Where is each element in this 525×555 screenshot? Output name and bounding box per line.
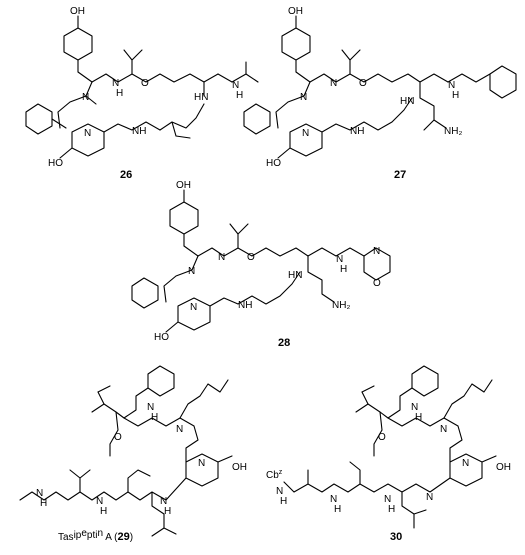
h-label: H bbox=[151, 412, 158, 423]
hydroxyl-label: OH bbox=[496, 462, 511, 473]
morpholine-o-label: O bbox=[373, 278, 381, 289]
nh-label: HN bbox=[288, 270, 302, 281]
structure-28: OH N N O HN N H N O N NH NH₂ HO 28 bbox=[131, 180, 391, 349]
compound-number-26: 26 bbox=[120, 169, 132, 181]
hydroxyl-label: OH bbox=[176, 180, 191, 191]
cbz-label: Cbz bbox=[266, 469, 283, 481]
nh-label: N bbox=[330, 494, 337, 505]
structure-27: OH N N O HN N H N NH NH₂ HO 27 bbox=[243, 6, 517, 181]
h-label: H bbox=[116, 88, 123, 99]
compound-number-28: 28 bbox=[278, 337, 290, 349]
n-methyl-label: N bbox=[82, 92, 89, 103]
h-label: H bbox=[452, 90, 459, 101]
structure-26: OH N N H O HN N H N NH HO 26 bbox=[25, 6, 259, 181]
amide-nh2-label: NH₂ bbox=[332, 300, 350, 311]
h-label: H bbox=[388, 504, 395, 515]
h-label: H bbox=[236, 90, 243, 101]
compound-number-27: 27 bbox=[394, 169, 406, 181]
nh-label: N bbox=[232, 80, 239, 91]
amide-nh2-label: NH₂ bbox=[444, 126, 462, 137]
ester-o-label: O bbox=[359, 78, 367, 89]
ring-n-label: N bbox=[302, 128, 309, 139]
ester-o-label: O bbox=[141, 78, 149, 89]
nh-label: N bbox=[411, 402, 418, 413]
nh-label: NH bbox=[238, 300, 252, 311]
ring-n-label: N bbox=[84, 128, 91, 139]
hydroxyl-label: HO bbox=[266, 158, 281, 169]
compound-name-29: Tasipeptin A (29) bbox=[58, 528, 133, 543]
hydroxyl-label: OH bbox=[288, 6, 303, 17]
hydroxyl-label: HO bbox=[154, 332, 169, 343]
ester-o-label: O bbox=[378, 432, 386, 443]
nh-label: N bbox=[426, 492, 433, 503]
ring-n-label: N bbox=[462, 458, 469, 469]
h-label: H bbox=[415, 412, 422, 423]
nh-label: HN bbox=[400, 96, 414, 107]
h-label: H bbox=[40, 498, 47, 509]
nh-label: NH bbox=[350, 126, 364, 137]
nh-label: N bbox=[147, 402, 154, 413]
morpholine-n-label: N bbox=[373, 246, 380, 257]
h-label: H bbox=[340, 264, 347, 275]
h-label: H bbox=[334, 504, 341, 515]
structure-29: N H N O OH N N H N H N H Tasipeptin A (2… bbox=[19, 365, 247, 543]
nh-label: N bbox=[96, 496, 103, 507]
nh-label: N bbox=[218, 252, 225, 263]
ring-n-label: N bbox=[198, 458, 205, 469]
nh-label: NH bbox=[132, 126, 146, 137]
n-methyl-label: N bbox=[440, 424, 447, 435]
structure-30: N H N O OH N Cbz N H N H N H N 30 bbox=[266, 365, 511, 543]
nh-label: N bbox=[384, 494, 391, 505]
h-label: H bbox=[100, 506, 107, 517]
n-methyl-label: N bbox=[300, 92, 307, 103]
hydroxyl-label: OH bbox=[70, 6, 85, 17]
nh-label: N bbox=[330, 78, 337, 89]
n-methyl-label: N bbox=[188, 266, 195, 277]
nh-label: N bbox=[276, 486, 283, 497]
nh-label: N bbox=[160, 496, 167, 507]
nh-label: N bbox=[36, 488, 43, 499]
h-label: H bbox=[280, 496, 287, 507]
ring-n-label: N bbox=[190, 302, 197, 313]
ester-o-label: O bbox=[247, 252, 255, 263]
nh-label: N bbox=[336, 254, 343, 265]
nh-label: HN bbox=[194, 92, 208, 103]
nh-label: N bbox=[112, 78, 119, 89]
ester-o-label: O bbox=[114, 432, 122, 443]
n-methyl-label: N bbox=[176, 424, 183, 435]
hydroxyl-label: OH bbox=[232, 462, 247, 473]
hydroxyl-label: HO bbox=[48, 158, 63, 169]
compound-number-30: 30 bbox=[390, 531, 402, 543]
h-label: H bbox=[164, 506, 171, 517]
nh-label: N bbox=[448, 80, 455, 91]
